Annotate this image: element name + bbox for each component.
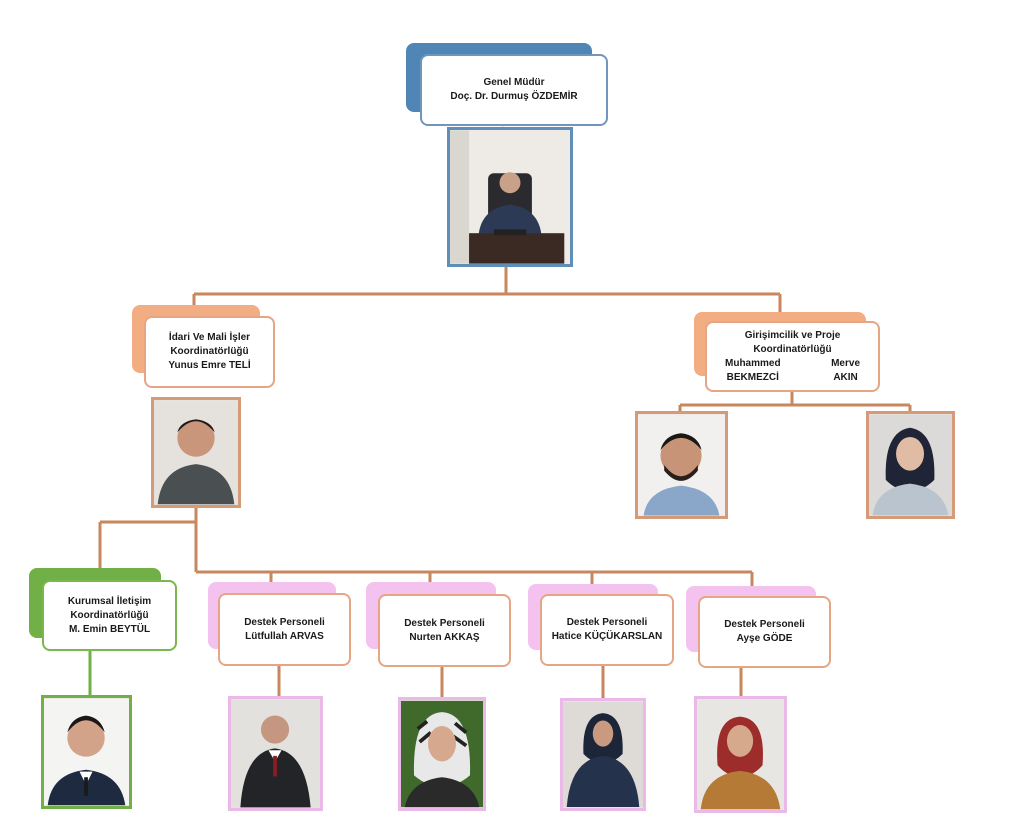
man-portrait-photo — [154, 400, 238, 505]
entrepreneurship-unit-line2: Koordinatörlüğü — [753, 343, 832, 355]
entrepreneurship-person-2-photo — [866, 411, 955, 519]
woman-portrait-photo — [697, 699, 784, 810]
person-at-desk-photo — [450, 130, 570, 264]
woman-portrait-photo — [401, 700, 483, 808]
support-name: Hatice KÜÇÜKARSLAN — [551, 631, 663, 642]
admin-coordinator-photo — [151, 397, 241, 508]
director-photo — [447, 127, 573, 267]
director-name: Doç. Dr. Durmuş ÖZDEMİR — [450, 91, 578, 102]
support-card-box: Destek Personeli Nurten AKKAŞ — [378, 594, 511, 667]
entrepreneurship-person-2: Merve AKIN — [831, 357, 860, 385]
entrepreneurship-names: Muhammed BEKMEZCİ Merve AKIN — [711, 357, 874, 385]
entrepreneurship-person-1: Muhammed BEKMEZCİ — [725, 357, 781, 385]
man-portrait-photo — [44, 698, 129, 806]
support-staff-photo-1 — [228, 696, 323, 811]
support-staff-photo-3 — [560, 698, 646, 811]
man-portrait-photo — [231, 699, 320, 808]
admin-card-box: İdari Ve Mali İşler Koordinatörlüğü Yunu… — [144, 316, 275, 388]
man-portrait-photo — [638, 414, 725, 516]
support-name: Lütfullah ARVAS — [245, 630, 324, 642]
support-role: Destek Personeli — [404, 617, 485, 629]
corporate-comm-line2: Koordinatörlüğü — [70, 609, 149, 621]
corporate-comm-photo — [41, 695, 132, 809]
person-2-last: AKIN — [833, 371, 858, 383]
support-card-box: Destek Personeli Lütfullah ARVAS — [218, 593, 351, 666]
admin-unit-line2: Koordinatörlüğü — [170, 346, 249, 357]
director-card-box: Genel Müdür Doç. Dr. Durmuş ÖZDEMİR — [420, 54, 608, 126]
admin-unit-line1: İdari Ve Mali İşler — [168, 332, 251, 343]
entrepreneurship-unit-line1: Girişimcilik ve Proje — [744, 329, 841, 341]
support-role: Destek Personeli — [566, 617, 648, 628]
corporate-comm-line1: Kurumsal İletişim — [67, 595, 152, 607]
support-card-box: Destek Personeli Hatice KÜÇÜKARSLAN — [540, 594, 674, 666]
corporate-comm-card-box: Kurumsal İletişim Koordinatörlüğü M. Emi… — [42, 580, 177, 651]
entrepreneurship-person-1-photo — [635, 411, 728, 519]
person-1-last: BEKMEZCİ — [726, 371, 779, 383]
woman-portrait-photo — [869, 414, 952, 516]
person-2-first: Merve — [831, 357, 860, 369]
entrepreneurship-card-box: Girişimcilik ve Proje Koordinatörlüğü Mu… — [705, 321, 880, 392]
director-title: Genel Müdür — [483, 77, 545, 88]
support-name: Nurten AKKAŞ — [409, 631, 480, 643]
support-name: Ayşe GÖDE — [736, 633, 793, 644]
support-role: Destek Personeli — [724, 619, 805, 630]
woman-portrait-photo — [563, 701, 643, 808]
person-1-first: Muhammed — [725, 357, 781, 369]
support-staff-photo-2 — [398, 697, 486, 811]
support-card-box: Destek Personeli Ayşe GÖDE — [698, 596, 831, 668]
support-role: Destek Personeli — [244, 616, 325, 628]
support-staff-photo-4 — [694, 696, 787, 813]
corporate-comm-name: M. Emin BEYTÜL — [68, 623, 151, 635]
admin-coordinator-name: Yunus Emre TELİ — [168, 360, 251, 371]
